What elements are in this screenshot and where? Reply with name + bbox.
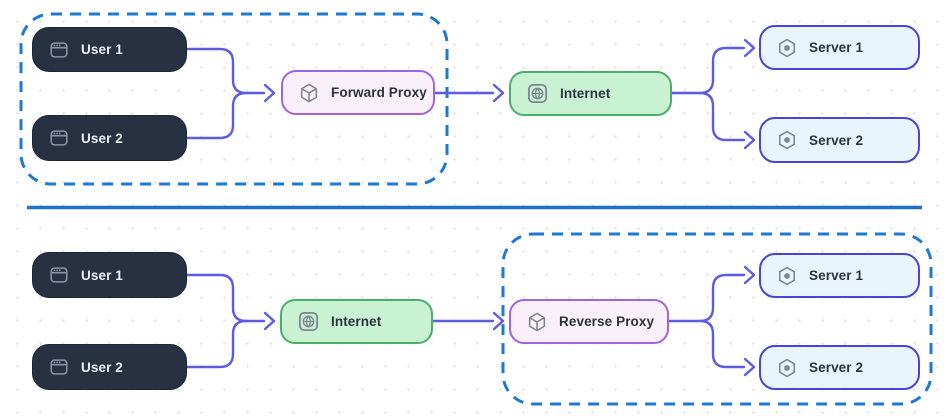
node-reverse-proxy[interactable]: Reverse Proxy (509, 299, 669, 344)
node-user2-bottom[interactable]: User 2 (32, 344, 187, 390)
browser-icon (50, 130, 68, 146)
node-label: User 1 (81, 42, 123, 57)
node-forward-proxy[interactable]: Forward Proxy (281, 70, 435, 115)
node-server1-bottom[interactable]: Server 1 (759, 253, 920, 298)
connector-reverse-proxy-to-servers (667, 265, 756, 377)
node-server2-bottom[interactable]: Server 2 (759, 345, 920, 390)
hexagon-server-icon (778, 266, 796, 285)
hexagon-server-icon (778, 130, 796, 150)
node-user1-bottom[interactable]: User 1 (32, 252, 187, 298)
node-internet-top[interactable]: Internet (509, 71, 672, 116)
node-server2-top[interactable]: Server 2 (759, 117, 920, 163)
connector-internet-to-servers (670, 38, 756, 150)
connector-users-to-internet (185, 273, 276, 369)
browser-icon (50, 41, 68, 58)
node-label: Server 2 (809, 132, 864, 148)
node-label: User 2 (81, 359, 123, 375)
node-label: Server 1 (809, 40, 864, 55)
connector-users-to-forward-proxy (185, 47, 276, 140)
cube-icon (300, 83, 318, 102)
node-user2-top[interactable]: User 2 (32, 115, 187, 161)
node-internet-bottom[interactable]: Internet (280, 299, 433, 344)
connector-internet-to-reverse-proxy (431, 311, 505, 331)
node-label: Internet (331, 314, 382, 329)
connector-forward-proxy-to-internet (433, 83, 505, 103)
cube-icon (528, 312, 546, 331)
node-label: Server 1 (809, 268, 864, 283)
browser-icon (50, 267, 68, 283)
node-label: Reverse Proxy (559, 314, 655, 329)
browser-icon (50, 359, 68, 375)
hexagon-server-icon (778, 38, 796, 57)
globe-icon (527, 83, 548, 104)
hexagon-server-icon (778, 358, 796, 377)
node-label: Server 2 (809, 360, 864, 375)
node-label: User 2 (81, 130, 123, 146)
node-server1-top[interactable]: Server 1 (759, 25, 920, 70)
node-user1-top[interactable]: User 1 (32, 27, 187, 72)
node-label: Internet (560, 86, 611, 101)
node-label: Forward Proxy (331, 85, 427, 100)
node-label: User 1 (81, 267, 123, 283)
globe-icon (298, 311, 319, 332)
